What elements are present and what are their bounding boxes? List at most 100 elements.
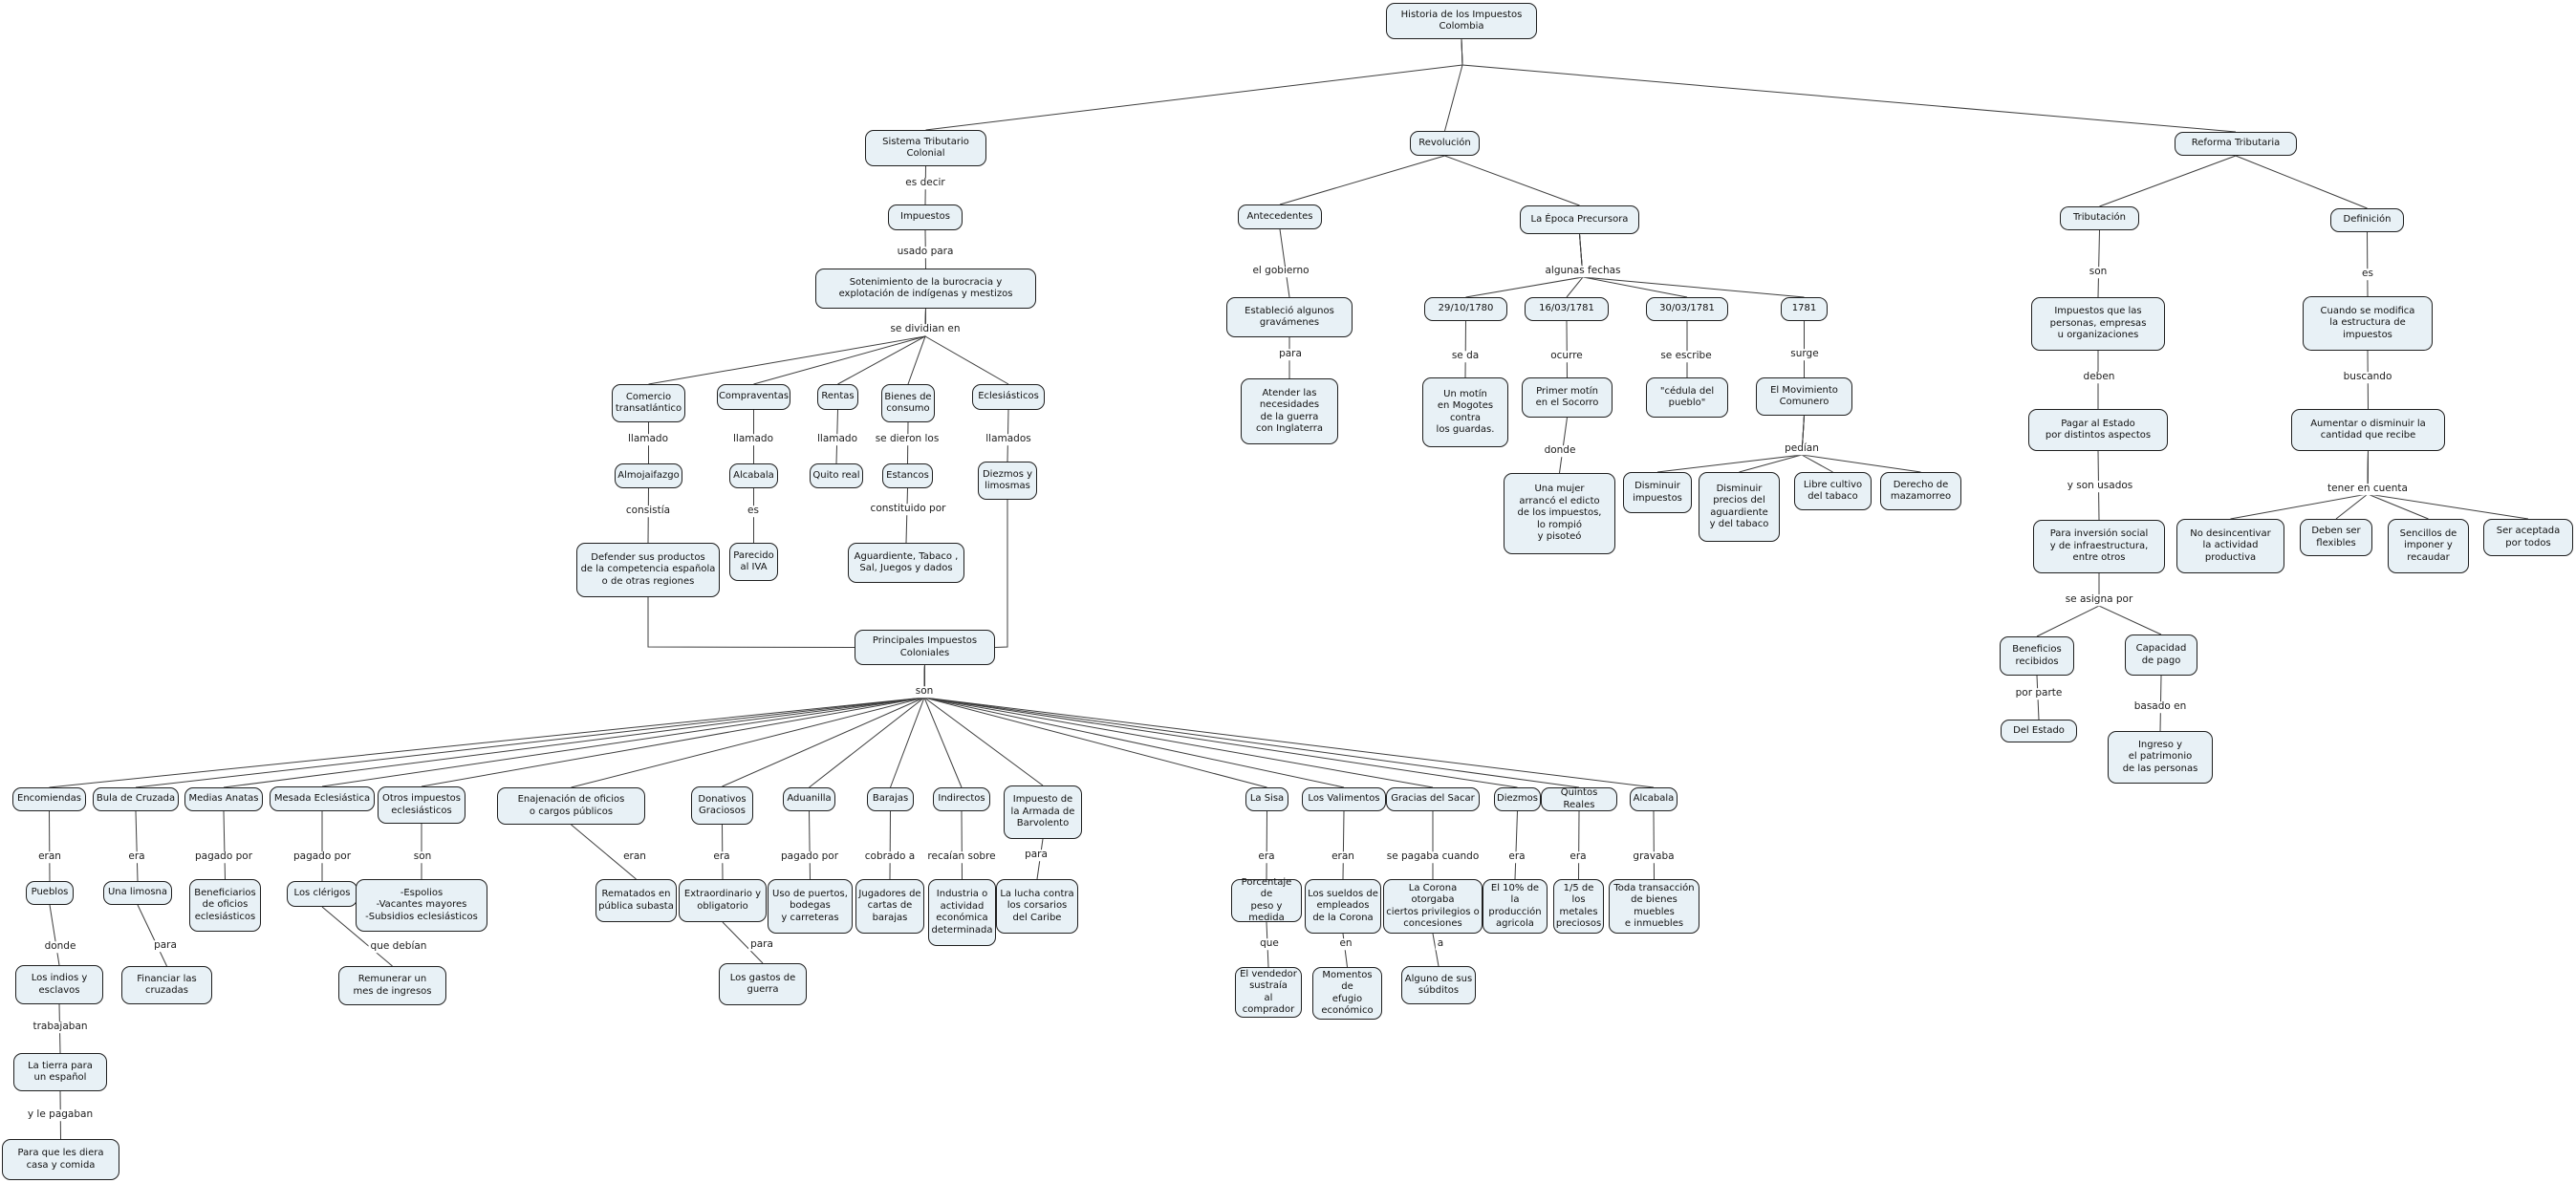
node-tierra[interactable]: La tierra para un español	[13, 1053, 107, 1091]
node-pueblos[interactable]: Pueblos	[26, 881, 74, 905]
node-sueldos[interactable]: Los sueldos de empleados de la Corona	[1305, 879, 1381, 934]
node-momentos[interactable]: Momentos de efugio económico	[1312, 967, 1382, 1020]
node-alcabala1[interactable]: Alcabala	[729, 463, 778, 488]
node-otros[interactable]: Otros impuestos eclesiásticos	[378, 786, 465, 824]
node-el10[interactable]: El 10% de la producción agricola	[1483, 879, 1548, 934]
node-diezmos2[interactable]: Diezmos	[1494, 787, 1541, 811]
node-casa[interactable]: Para que les diera casa y comida	[2, 1139, 119, 1180]
node-revolucion[interactable]: Revolución	[1410, 131, 1480, 156]
node-encomiendas[interactable]: Encomiendas	[12, 787, 86, 811]
node-derecho[interactable]: Derecho de mazamorreo	[1880, 472, 1961, 510]
node-epoca[interactable]: La Época Precursora	[1520, 205, 1639, 234]
node-pagar[interactable]: Pagar al Estado por distintos aspectos	[2028, 409, 2168, 451]
node-comercio[interactable]: Comercio transatlántico	[612, 384, 685, 422]
node-sencillos[interactable]: Sencillos de imponer y recaudar	[2388, 519, 2469, 573]
node-barajas[interactable]: Barajas	[867, 787, 914, 811]
node-antecedentes[interactable]: Antecedentes	[1238, 204, 1322, 229]
node-libre[interactable]: Libre cultivo del tabaco	[1794, 472, 1872, 510]
node-aceptada[interactable]: Ser aceptada por todos	[2483, 519, 2573, 556]
node-quitoreal[interactable]: Quito real	[810, 463, 863, 488]
node-corona[interactable]: La Corona otorgaba ciertos privilegios o…	[1383, 879, 1483, 934]
node-medias[interactable]: Medias Anatas	[184, 787, 263, 811]
node-enajenacion[interactable]: Enajenación de oficios o cargos públicos	[497, 787, 645, 825]
node-rematados[interactable]: Rematados en pública subasta	[595, 879, 677, 922]
node-porcentaje[interactable]: Porcentaje de peso y medida	[1231, 877, 1302, 923]
node-disminuir2[interactable]: Disminuir precios del aguardiente y del …	[1699, 472, 1780, 542]
node-alguno[interactable]: Alguno de sus súbditos	[1401, 966, 1476, 1004]
node-parecidoiva[interactable]: Parecido al IVA	[729, 543, 778, 581]
node-bula[interactable]: Bula de Cruzada	[93, 787, 179, 811]
node-delestado[interactable]: Del Estado	[2001, 720, 2077, 742]
node-espolios[interactable]: -Espolios -Vacantes mayores -Subsidios e…	[356, 879, 487, 932]
node-motin1[interactable]: Un motín en Mogotes contra los guardas.	[1422, 377, 1508, 447]
node-sistema[interactable]: Sistema Tributario Colonial	[865, 130, 986, 166]
node-almojaifazgo[interactable]: Almojaifazgo	[615, 463, 682, 488]
node-diezmoslimosnas[interactable]: Diezmos y limosmas	[978, 462, 1037, 500]
node-aguardiente[interactable]: Aguardiente, Tabaco , Sal, Juegos y dado…	[848, 543, 964, 583]
node-disminuir1[interactable]: Disminuir impuestos	[1623, 472, 1692, 513]
node-beneficiarios[interactable]: Beneficiarios de oficios eclesiásticos	[189, 879, 261, 932]
node-impuestos[interactable]: Impuestos	[888, 204, 963, 230]
node-jugadores[interactable]: Jugadores de cartas de barajas	[855, 879, 924, 934]
node-quintos[interactable]: Quintos Reales	[1541, 787, 1617, 811]
node-mesada[interactable]: Mesada Eclesiástica	[270, 786, 375, 811]
edge-label: se da	[1449, 350, 1482, 362]
node-lucha[interactable]: La lucha contra los corsarios del Caribe	[996, 879, 1078, 934]
node-unalimosna[interactable]: Una limosna	[103, 881, 172, 905]
node-f1[interactable]: 29/10/1780	[1424, 297, 1507, 321]
node-definicion[interactable]: Definición	[2330, 208, 2404, 232]
node-inversion[interactable]: Para inversión social y de infraestructu…	[2033, 520, 2165, 573]
node-establecio[interactable]: Estableció algunos gravámenes	[1226, 297, 1353, 337]
node-tributacion[interactable]: Tributación	[2060, 206, 2139, 230]
node-indirectos[interactable]: Indirectos	[933, 787, 990, 811]
node-donativos[interactable]: Donativos Graciosos	[691, 786, 753, 825]
node-clerigos[interactable]: Los clérigos	[287, 881, 357, 907]
edge-label: eran	[36, 850, 63, 863]
node-remunerar[interactable]: Remunerar un mes de ingresos	[338, 966, 446, 1005]
node-movimiento[interactable]: El Movimiento Comunero	[1756, 377, 1852, 416]
node-sisa[interactable]: La Sisa	[1245, 787, 1288, 811]
node-usopuertos[interactable]: Uso de puertos, bodegas y carreteras	[768, 879, 853, 934]
node-mujer[interactable]: Una mujer arrancó el edicto de los impue…	[1504, 473, 1615, 554]
node-bienes[interactable]: Bienes de consumo	[881, 384, 935, 422]
node-industria[interactable]: Industria o actividad económica determin…	[928, 879, 996, 946]
node-alcabala2[interactable]: Alcabala	[1630, 787, 1678, 811]
node-beneficios[interactable]: Beneficios recibidos	[2000, 636, 2074, 676]
node-principales[interactable]: Principales Impuestos Coloniales	[855, 630, 995, 665]
node-compraventas[interactable]: Compraventas	[717, 384, 790, 410]
node-capacidad[interactable]: Capacidad de pago	[2125, 635, 2197, 676]
edge-label: tener en cuenta	[2326, 483, 2410, 495]
node-flexibles[interactable]: Deben ser flexibles	[2300, 519, 2372, 556]
node-defender[interactable]: Defender sus productos de la competencia…	[576, 543, 720, 597]
node-toda[interactable]: Toda transacción de bienes muebles e inm…	[1609, 879, 1699, 934]
node-atender[interactable]: Atender las necesidades de la guerra con…	[1241, 378, 1338, 444]
node-gastos[interactable]: Los gastos de guerra	[719, 963, 807, 1005]
node-f2[interactable]: 16/03/1781	[1525, 297, 1609, 321]
node-impq[interactable]: Impuestos que las personas, empresas u o…	[2031, 297, 2165, 351]
node-f3[interactable]: 30/03/1781	[1646, 297, 1728, 321]
edge-line	[907, 308, 926, 385]
node-reforma[interactable]: Reforma Tributaria	[2175, 132, 2297, 156]
node-cuando[interactable]: Cuando se modifica la estructura de impu…	[2303, 296, 2433, 351]
node-historia[interactable]: Historia de los Impuestos Colombia	[1386, 3, 1537, 39]
node-ingreso[interactable]: Ingreso y el patrimonio de las personas	[2108, 731, 2213, 784]
node-indios[interactable]: Los indios y esclavos	[15, 965, 103, 1004]
node-motin2[interactable]: Primer motín en el Socorro	[1522, 377, 1613, 418]
node-rentas[interactable]: Rentas	[817, 384, 858, 410]
node-estancos[interactable]: Estancos	[882, 463, 933, 488]
node-gracias[interactable]: Gracias del Sacar	[1386, 787, 1480, 811]
node-armada[interactable]: Impuesto de la Armada de Barvolento	[1004, 785, 1082, 839]
node-financiar[interactable]: Financiar las cruzadas	[121, 966, 212, 1004]
node-cedula[interactable]: "cédula del pueblo"	[1646, 377, 1728, 418]
edge-label: deben	[2081, 371, 2117, 383]
node-aumentar[interactable]: Aumentar o disminuir la cantidad que rec…	[2291, 409, 2445, 451]
node-15metales[interactable]: 1/5 de los metales preciosos	[1553, 879, 1604, 934]
node-nodesinc[interactable]: No desincentivar la actividad productiva	[2176, 519, 2284, 573]
node-vendedor[interactable]: El vendedor sustraía al comprador	[1235, 967, 1302, 1018]
node-sotenimiento[interactable]: Sotenimiento de la burocracia y explotac…	[815, 269, 1036, 309]
node-eclesiasticos[interactable]: Eclesiásticos	[972, 384, 1045, 410]
node-f4[interactable]: 1781	[1781, 297, 1828, 321]
node-valimentos[interactable]: Los Valimentos	[1302, 787, 1386, 811]
node-extraordinario[interactable]: Extraordinario y obligatorio	[679, 879, 767, 922]
node-aduanilla[interactable]: Aduanilla	[783, 787, 835, 811]
